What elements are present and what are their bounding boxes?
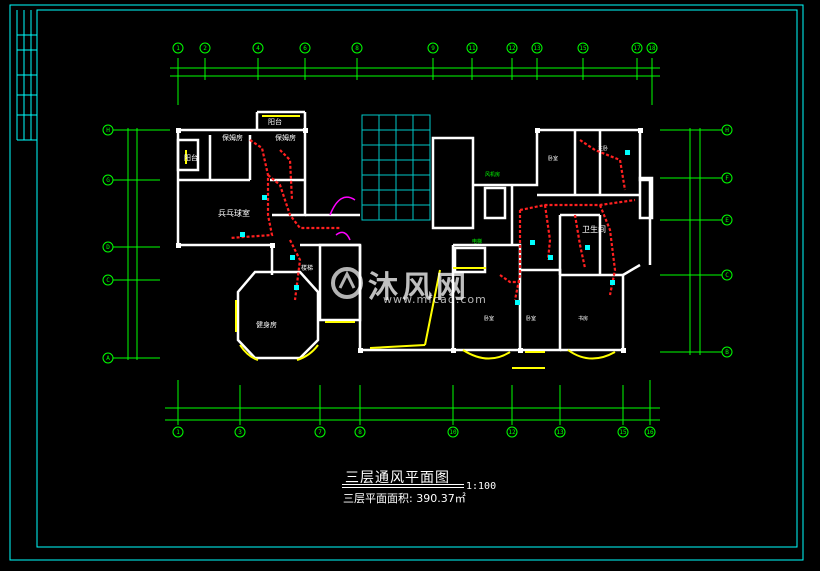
binding-strip [16,10,37,141]
floor-area: 三层平面面积: 390.37㎡ [343,492,466,505]
axis-top-3: 4 [256,45,260,52]
axis-top-9: 13 [533,45,541,52]
room-gym: 健身房 [256,320,277,329]
bottom-axis-labels: 1 3 7 8 10 12 13 15 16 [176,429,654,436]
axis-bottom-2: 3 [238,429,242,436]
room-bathroom: 卫生间 [582,224,606,234]
room-c: 书房 [578,315,588,322]
axis-top-7: 11 [468,45,476,52]
axis-top-2: 2 [203,45,207,52]
axis-top-11: 17 [633,45,641,52]
axis-bottom-8: 15 [619,429,627,436]
courtyard-hatch [361,114,431,221]
left-axis-bubbles [102,124,114,364]
left-dimensions [113,128,170,360]
duct-diffusers [240,150,630,305]
axis-top-12: 18 [648,45,656,52]
axis-left-1: H [106,127,110,134]
room-e: 主卧 [598,145,608,152]
inner-frame [36,9,798,548]
axis-right-3: E [725,217,729,224]
top-dimensions [170,58,660,105]
title-underline [342,484,464,485]
axis-top-8: 12 [508,45,516,52]
room-b: 卧室 [526,315,536,322]
room-bedroom-2: 保姆房 [275,133,296,142]
right-dimensions [660,128,722,355]
axis-right-1: H [725,127,729,134]
axis-left-2: G [106,177,110,184]
axis-top-10: 15 [579,45,587,52]
right-axis-bubbles [721,124,733,358]
axis-right-4: C [725,272,729,279]
axis-bottom-7: 13 [556,429,564,436]
axis-top-4: 6 [303,45,307,52]
watermark-logo-icon [331,267,363,299]
axis-bottom-4: 8 [358,429,362,436]
axis-bottom-9: 16 [646,429,654,436]
right-axis-labels: H F E C B [725,127,729,356]
axis-left-5: A [106,355,110,362]
axis-bottom-6: 12 [508,429,516,436]
watermark-text: 沐风网 [368,270,470,305]
room-balcony-2: 阳台 [268,117,282,126]
bottom-dimensions [165,380,660,425]
room-duct: 风机房 [485,171,500,178]
axis-top-6: 9 [431,45,435,52]
room-bedroom-1: 保姆房 [222,133,243,142]
duct-runs [229,139,636,301]
room-stair: 楼梯 [301,264,313,272]
windows [185,115,616,369]
watermark-url: www.mfcad.com [383,293,487,306]
axis-top-1: 1 [176,45,180,52]
axis-right-2: F [725,175,729,182]
axis-bottom-1: 1 [176,429,180,436]
outer-frame [9,4,804,561]
bottom-axis-bubbles [172,426,656,438]
axis-bottom-3: 7 [318,429,322,436]
title-underline-2 [342,487,464,488]
drawing-scale: 1:100 [466,481,497,492]
axis-left-4: C [106,277,110,284]
axis-top-5: 8 [355,45,359,52]
columns [176,128,643,353]
top-axis-bubbles [172,42,658,54]
axis-left-3: D [106,244,110,251]
room-labels: 阳台 阳台 保姆房 保姆房 兵乓球室 健身房 楼梯 风机房 卫生间 卧室 卧室 … [184,117,608,329]
axis-bottom-5: 10 [449,429,457,436]
room-living: 兵乓球室 [218,208,250,218]
room-lift: 电梯 [472,238,482,245]
top-axis-labels: 1 2 4 6 8 9 11 12 13 15 17 18 [176,45,656,52]
doors [329,196,356,241]
room-balcony-1: 阳台 [184,153,198,162]
room-d: 卧室 [484,315,494,322]
drawing-title: 三层通风平面图 [345,470,450,486]
left-axis-labels: H G D C A [106,127,110,362]
room-a: 卧室 [548,155,558,162]
walls [176,110,654,360]
axis-right-5: B [725,349,729,356]
